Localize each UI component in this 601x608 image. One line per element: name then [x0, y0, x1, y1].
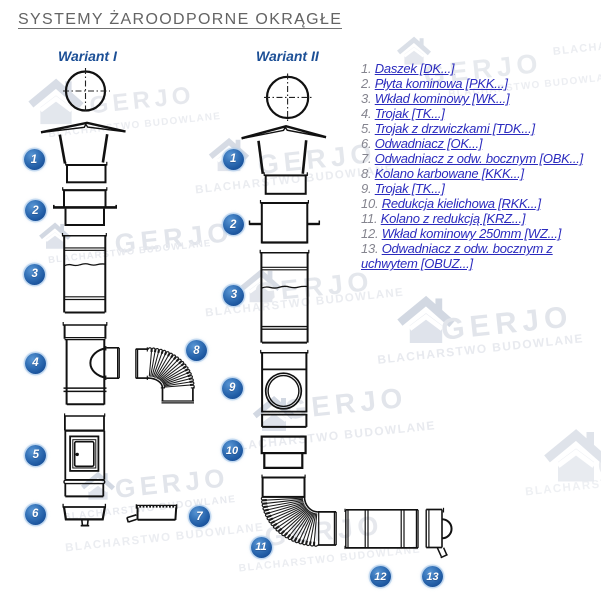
svg-text:BLACHARSTWO BUDOWLANE: BLACHARSTWO BUDOWLANE	[65, 522, 265, 555]
svg-text:BLACHARSTWO BUDOWLANE: BLACHARSTWO BUDOWLANE	[552, 26, 601, 58]
svg-text:GERJO: GERJO	[596, 439, 601, 483]
svg-text:GERJO: GERJO	[283, 382, 409, 426]
svg-text:BLACHARSTWO BUDOWLANE: BLACHARSTWO BUDOWLANE	[229, 418, 437, 454]
